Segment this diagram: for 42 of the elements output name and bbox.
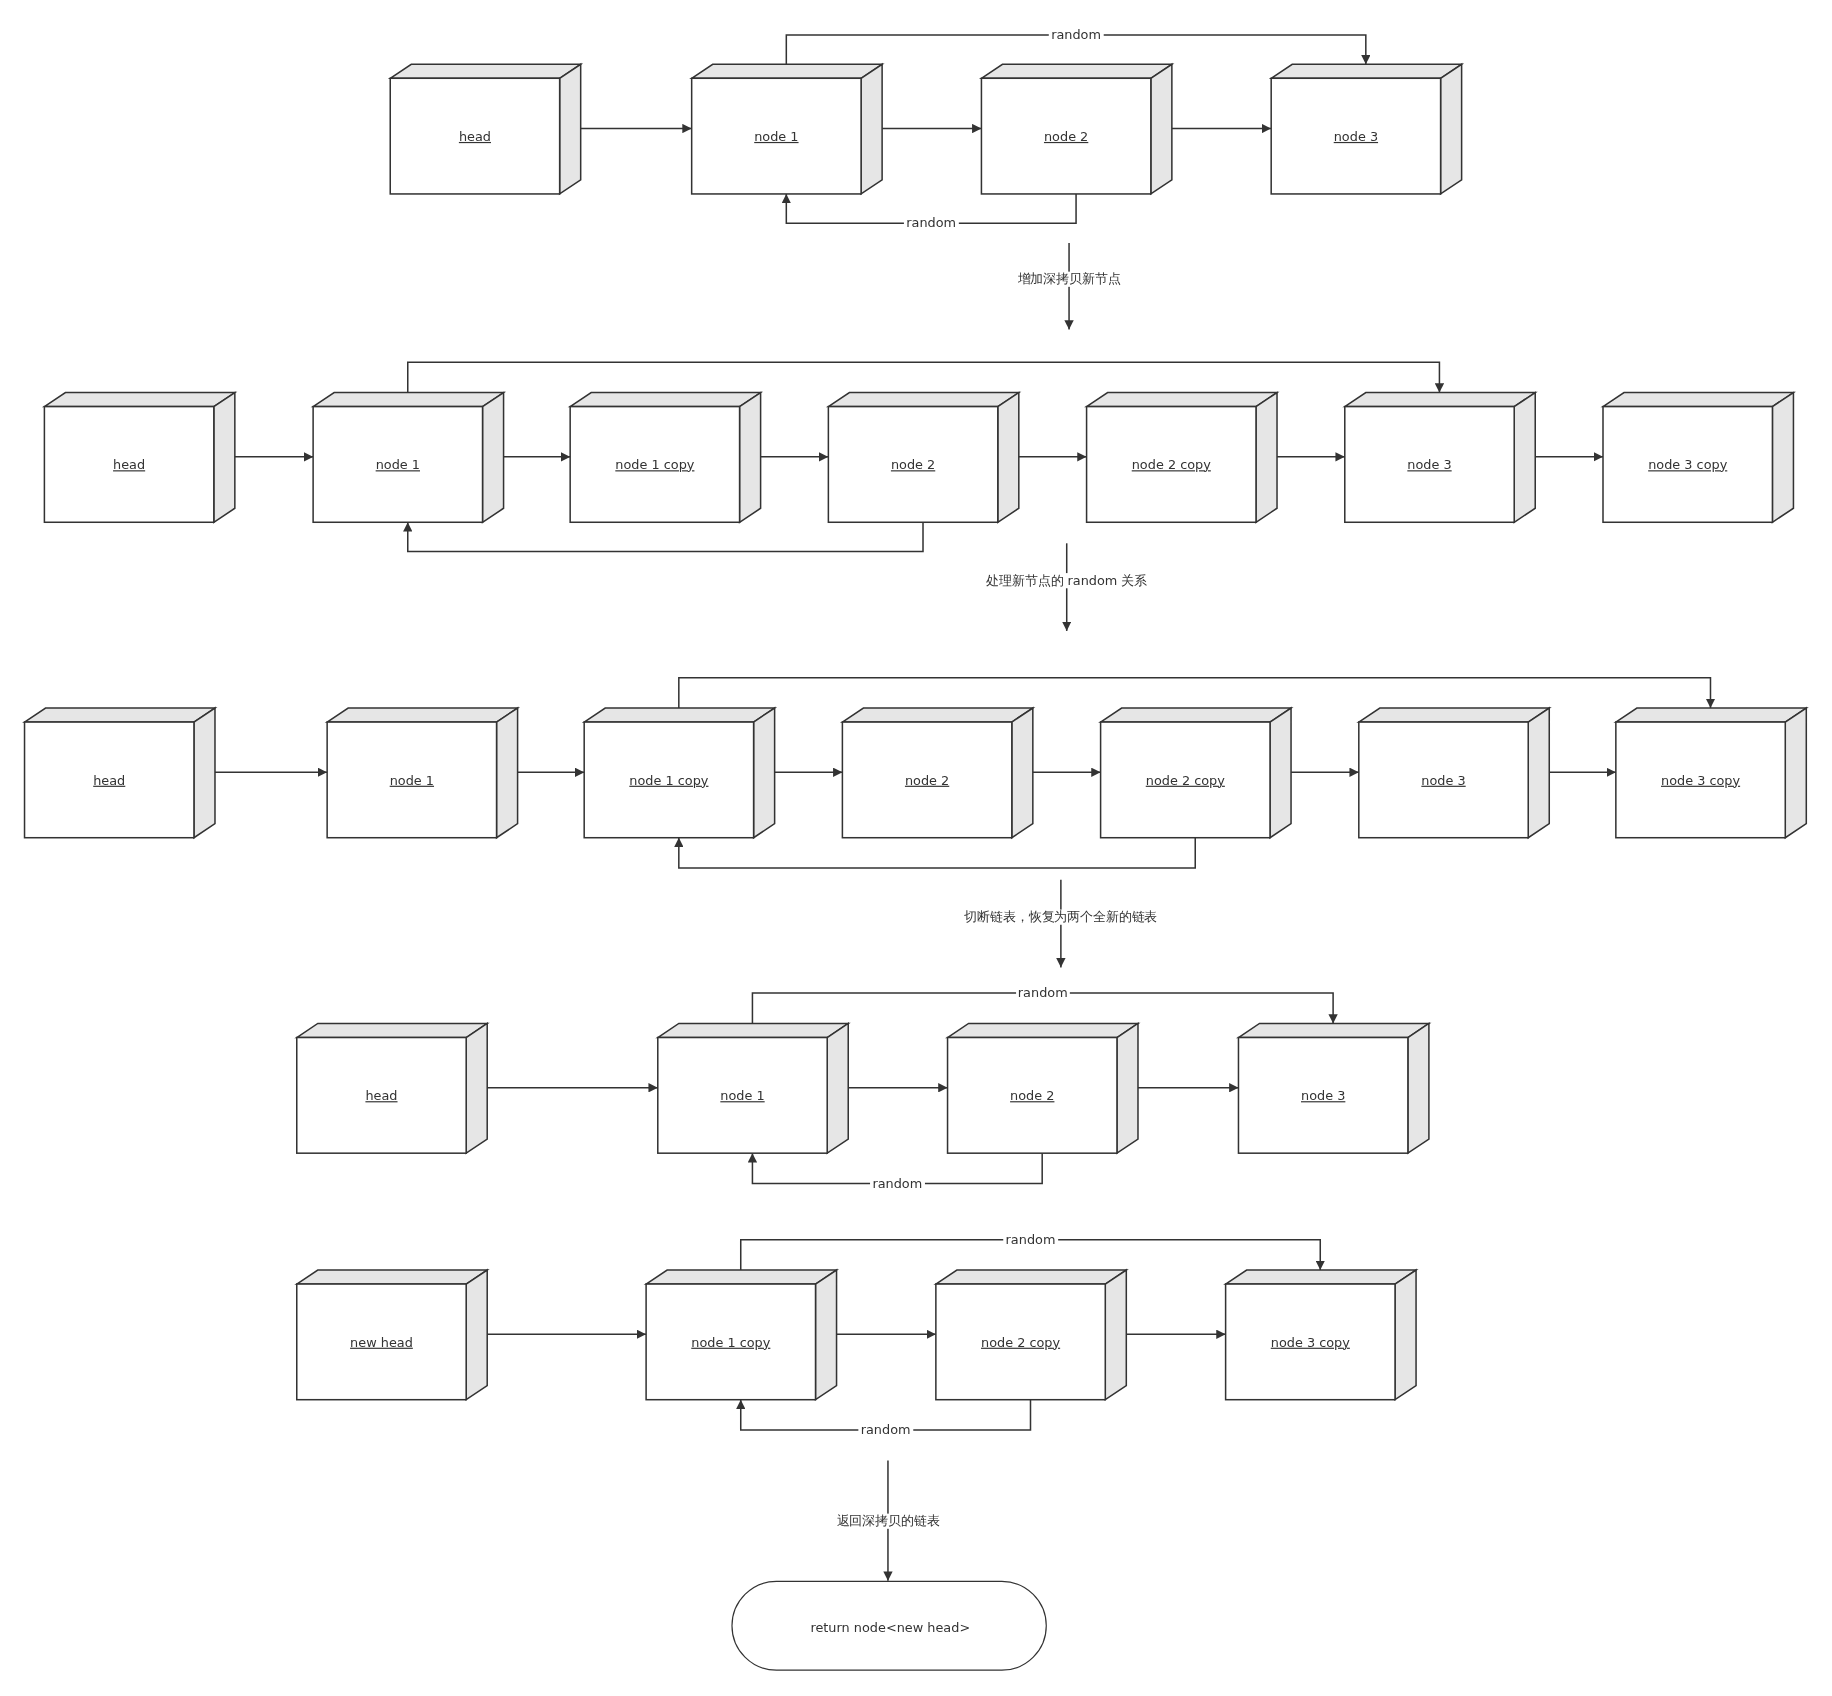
step-label: 增加深拷贝新节点 [1015, 271, 1123, 287]
node-label: node 3 [1333, 128, 1379, 144]
arrow [883, 1459, 893, 1582]
node-label: return node<new head> [810, 1619, 971, 1635]
arrow [234, 452, 314, 462]
node-label: node 2 [1010, 1087, 1055, 1103]
node-label: head [458, 128, 491, 144]
node-label: node 1 [375, 456, 420, 472]
node-label: node 1 [389, 772, 434, 788]
node-label: node 2 [890, 456, 936, 472]
node-label: node 3 copy [1661, 772, 1741, 788]
node-label: node 1 copy [629, 772, 709, 788]
step-label: 切断链表，恢复为两个全新的链表 [962, 909, 1160, 925]
node-label: head [113, 456, 146, 472]
arrow [678, 676, 1716, 709]
node-label: node 2 copy [1131, 456, 1211, 472]
step-label: 处理新节点的 random 关系 [983, 572, 1150, 588]
node-label: head [93, 772, 126, 788]
node-label: node 3 copy [1270, 1334, 1350, 1350]
node-label: node 2 [904, 772, 950, 788]
arrow [214, 767, 328, 777]
node-label: node 2 [1043, 128, 1089, 144]
node-label: head [365, 1087, 398, 1103]
arrow [407, 361, 1445, 394]
node-label: node 1 [754, 128, 799, 144]
node-label: node 3 [1407, 456, 1452, 472]
arrow [1171, 123, 1272, 134]
node-label: node 1 [720, 1087, 765, 1103]
arrow [751, 992, 1338, 1025]
edge-label: 返回深拷贝的链表 [834, 1513, 942, 1529]
arrow [740, 1238, 1325, 1271]
arrow [785, 34, 1371, 66]
node-label: node 3 [1301, 1087, 1346, 1103]
node-label: node 3 [1421, 772, 1466, 788]
node-label: node 1 copy [615, 456, 695, 472]
node-label: new head [350, 1334, 413, 1350]
node-label: node 3 copy [1648, 456, 1728, 472]
node-label: node 2 copy [981, 1334, 1061, 1350]
arrow [403, 521, 924, 553]
node-label: node 2 copy [1145, 772, 1225, 788]
arrow [674, 836, 1196, 869]
node-label: node 1 copy [691, 1334, 771, 1350]
